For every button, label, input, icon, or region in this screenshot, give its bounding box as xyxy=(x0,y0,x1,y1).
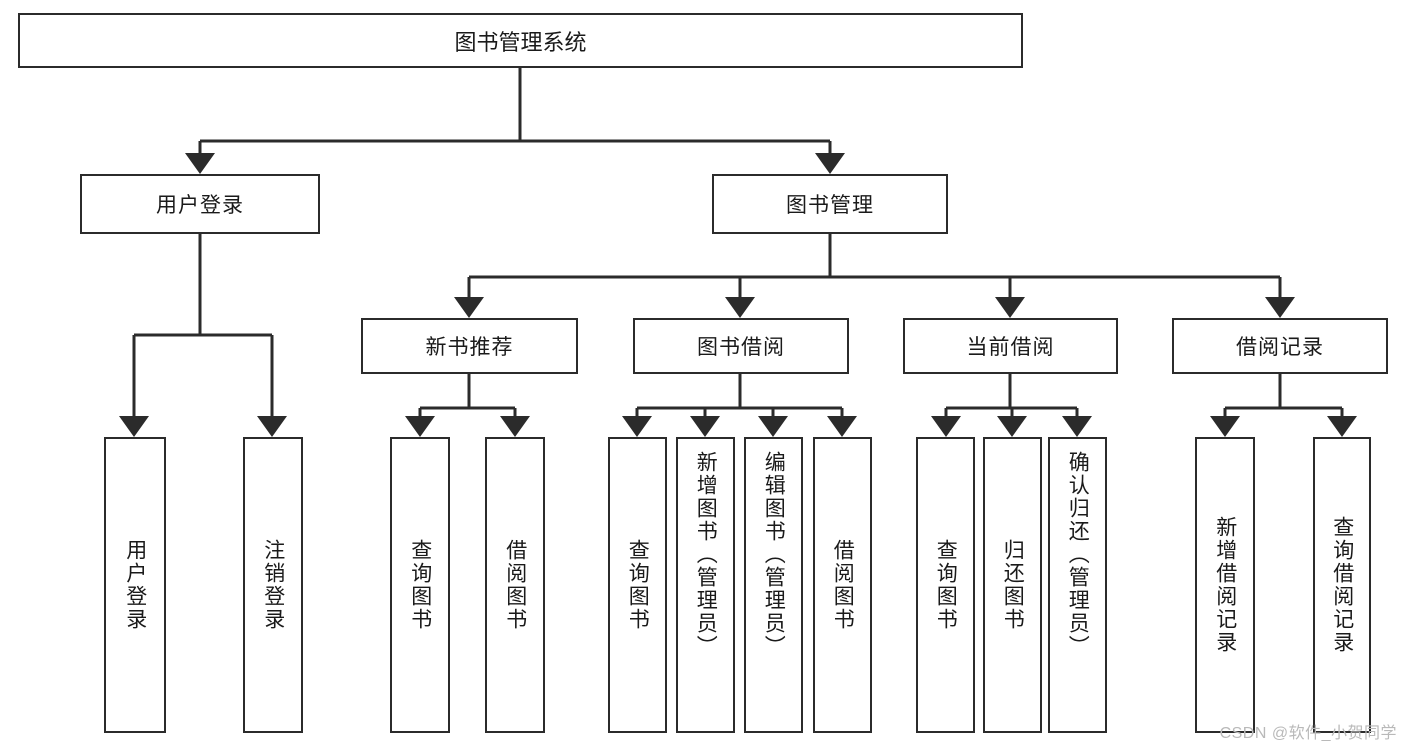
leaf-edit-book-admin-label: 编辑图书（管理员） xyxy=(762,451,786,658)
leaf-query-borrow-record[interactable]: 查询借阅记录 xyxy=(1313,437,1371,733)
leaf-user-login[interactable]: 用户登录 xyxy=(104,437,166,733)
leaf-confirm-return-admin-label: 确认归还（管理员） xyxy=(1066,451,1090,658)
leaf-borrow-book-2[interactable]: 借阅图书 xyxy=(813,437,872,733)
node-book-borrow-label: 图书借阅 xyxy=(697,336,785,359)
leaf-query-book-1-label: 查询图书 xyxy=(408,539,432,631)
node-book-borrow[interactable]: 图书借阅 xyxy=(633,318,849,374)
leaf-confirm-return-admin[interactable]: 确认归还（管理员） xyxy=(1048,437,1107,733)
leaf-add-borrow-record[interactable]: 新增借阅记录 xyxy=(1195,437,1255,733)
node-borrow-record-label: 借阅记录 xyxy=(1236,336,1324,359)
leaf-add-borrow-record-label: 新增借阅记录 xyxy=(1213,516,1237,654)
leaf-borrow-book-1-label: 借阅图书 xyxy=(503,539,527,631)
node-root-label: 图书管理系统 xyxy=(454,29,587,55)
leaf-borrow-book-2-label: 借阅图书 xyxy=(831,539,855,631)
leaf-user-logout[interactable]: 注销登录 xyxy=(243,437,303,733)
node-current-borrow[interactable]: 当前借阅 xyxy=(903,318,1118,374)
node-new-book-recommend[interactable]: 新书推荐 xyxy=(361,318,578,374)
node-new-book-recommend-label: 新书推荐 xyxy=(425,336,514,359)
leaf-user-login-label: 用户登录 xyxy=(123,539,147,631)
node-user-login[interactable]: 用户登录 xyxy=(80,174,320,234)
leaf-add-book-admin-label: 新增图书（管理员） xyxy=(694,451,718,658)
leaf-add-book-admin[interactable]: 新增图书（管理员） xyxy=(676,437,735,733)
leaf-borrow-book-1[interactable]: 借阅图书 xyxy=(485,437,545,733)
node-book-manage-label: 图书管理 xyxy=(786,194,874,217)
leaf-user-logout-label: 注销登录 xyxy=(261,539,285,631)
leaf-return-book-label: 归还图书 xyxy=(1001,539,1025,631)
node-root[interactable]: 图书管理系统 xyxy=(18,13,1023,68)
node-borrow-record[interactable]: 借阅记录 xyxy=(1172,318,1388,374)
leaf-return-book[interactable]: 归还图书 xyxy=(983,437,1042,733)
leaf-edit-book-admin[interactable]: 编辑图书（管理员） xyxy=(744,437,803,733)
leaf-query-book-2[interactable]: 查询图书 xyxy=(608,437,667,733)
leaf-query-book-3-label: 查询图书 xyxy=(934,539,958,631)
node-current-borrow-label: 当前借阅 xyxy=(966,336,1055,359)
node-user-login-label: 用户登录 xyxy=(156,194,244,217)
leaf-query-book-1[interactable]: 查询图书 xyxy=(390,437,450,733)
leaf-query-book-3[interactable]: 查询图书 xyxy=(916,437,975,733)
leaf-query-book-2-label: 查询图书 xyxy=(626,539,650,631)
node-book-manage[interactable]: 图书管理 xyxy=(712,174,948,234)
leaf-query-borrow-record-label: 查询借阅记录 xyxy=(1330,516,1354,654)
